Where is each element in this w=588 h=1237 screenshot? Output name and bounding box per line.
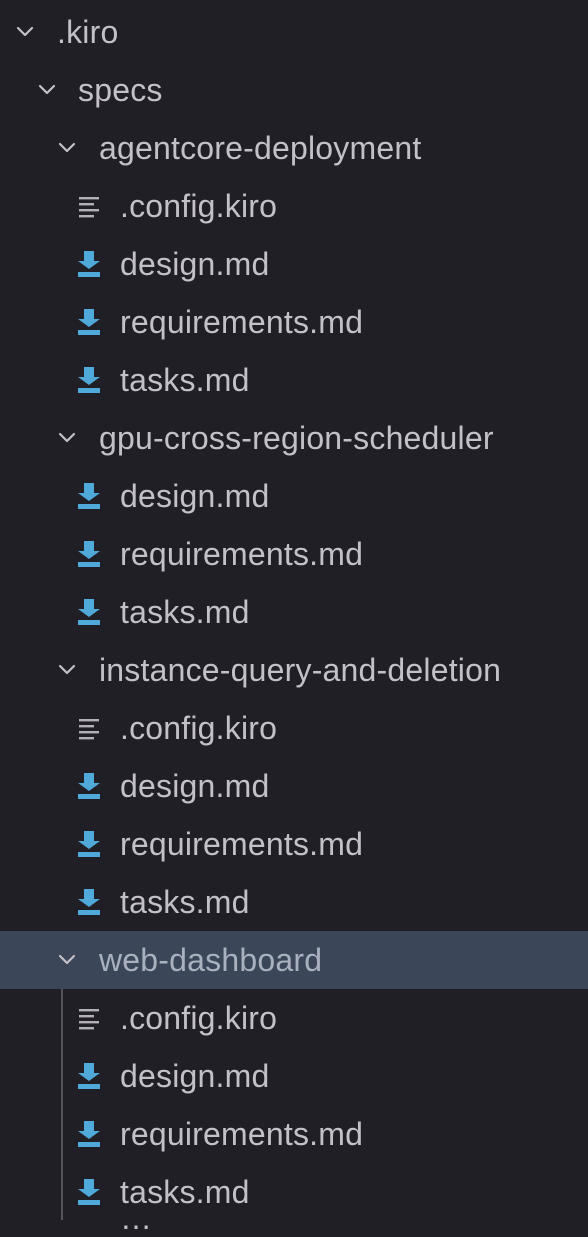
tree-item-label: .config.kiro: [120, 999, 278, 1036]
tree-file-row[interactable]: tasks.md: [0, 1163, 588, 1221]
lines-file-icon: [75, 192, 103, 220]
tree-file-row[interactable]: requirements.md: [0, 525, 588, 583]
markdown-arrow-icon: [75, 540, 103, 568]
tree-item-label: design.md: [120, 767, 270, 804]
tree-item-label: requirements.md: [120, 535, 364, 572]
tree-file-row[interactable]: design.md: [0, 1047, 588, 1105]
tree-folder-row[interactable]: web-dashboard: [0, 931, 588, 989]
tree-file-row[interactable]: .config.kiro: [0, 989, 588, 1047]
tree-item-label: design.md: [120, 245, 270, 282]
tree-item-label: design.md: [120, 477, 270, 514]
markdown-arrow-icon: [75, 772, 103, 800]
tree-file-row[interactable]: tasks.md: [0, 351, 588, 409]
tree-item-label: web-dashboard: [99, 941, 323, 978]
tree-folder-row[interactable]: instance-query-and-deletion: [0, 641, 588, 699]
chevron-down-icon[interactable]: [57, 950, 77, 970]
tree-folder-row[interactable]: specs: [0, 61, 588, 119]
tree-item-label: .config.kiro: [120, 187, 278, 224]
markdown-arrow-icon: [75, 1120, 103, 1148]
tree-item-label: requirements.md: [120, 825, 364, 862]
tree-file-row[interactable]: tasks.md: [0, 583, 588, 641]
markdown-arrow-icon: [75, 366, 103, 394]
tree-item-label: .kiro: [57, 13, 119, 50]
chevron-down-icon[interactable]: [57, 428, 77, 448]
tree-file-row[interactable]: .config.kiro: [0, 177, 588, 235]
lines-file-icon: [75, 1004, 103, 1032]
tree-item-label: gpu-cross-region-scheduler: [99, 419, 494, 456]
tree-item-label: requirements.md: [120, 1115, 364, 1152]
chevron-down-icon[interactable]: [57, 660, 77, 680]
tree-folder-row[interactable]: gpu-cross-region-scheduler: [0, 409, 588, 467]
chevron-down-icon[interactable]: [15, 22, 35, 42]
chevron-down-icon[interactable]: [37, 80, 57, 100]
markdown-arrow-icon: [75, 1178, 103, 1206]
tree-file-row[interactable]: requirements.md: [0, 815, 588, 873]
markdown-arrow-icon: [75, 888, 103, 916]
lines-file-icon: [75, 714, 103, 742]
tree-file-row[interactable]: design.md: [0, 467, 588, 525]
tree-file-row[interactable]: design.md: [0, 235, 588, 293]
tree-item-label: specs: [78, 71, 163, 108]
tree-file-row[interactable]: tasks.md: [0, 873, 588, 931]
markdown-arrow-icon: [75, 482, 103, 510]
tree-item-label: instance-query-and-deletion: [99, 651, 502, 688]
tree-file-row[interactable]: design.md: [0, 757, 588, 815]
tree-item-label: tasks.md: [120, 883, 250, 920]
tree-item-label: requirements.md: [120, 303, 364, 340]
tree-folder-row[interactable]: agentcore-deployment: [0, 119, 588, 177]
chevron-down-icon[interactable]: [57, 138, 77, 158]
tree-file-row[interactable]: .config.kiro: [0, 699, 588, 757]
tree-item-label: agentcore-deployment: [99, 129, 422, 166]
markdown-arrow-icon: [75, 250, 103, 278]
tree-item-label: tasks.md: [120, 361, 250, 398]
tree-file-row[interactable]: requirements.md: [0, 293, 588, 351]
markdown-arrow-icon: [75, 1062, 103, 1090]
tree-item-label: .config.kiro: [120, 709, 278, 746]
tree-item-label: tasks.md: [120, 1173, 250, 1210]
markdown-arrow-icon: [75, 830, 103, 858]
indent-guide: [61, 988, 63, 1220]
tree-item-label: tasks.md: [120, 593, 250, 630]
tree-folder-row[interactable]: .kiro: [0, 3, 588, 61]
tree-file-row[interactable]: requirements.md: [0, 1105, 588, 1163]
markdown-arrow-icon: [75, 598, 103, 626]
partially-visible-row[interactable]: …: [120, 1224, 180, 1237]
markdown-arrow-icon: [75, 308, 103, 336]
tree-item-label: design.md: [120, 1057, 270, 1094]
